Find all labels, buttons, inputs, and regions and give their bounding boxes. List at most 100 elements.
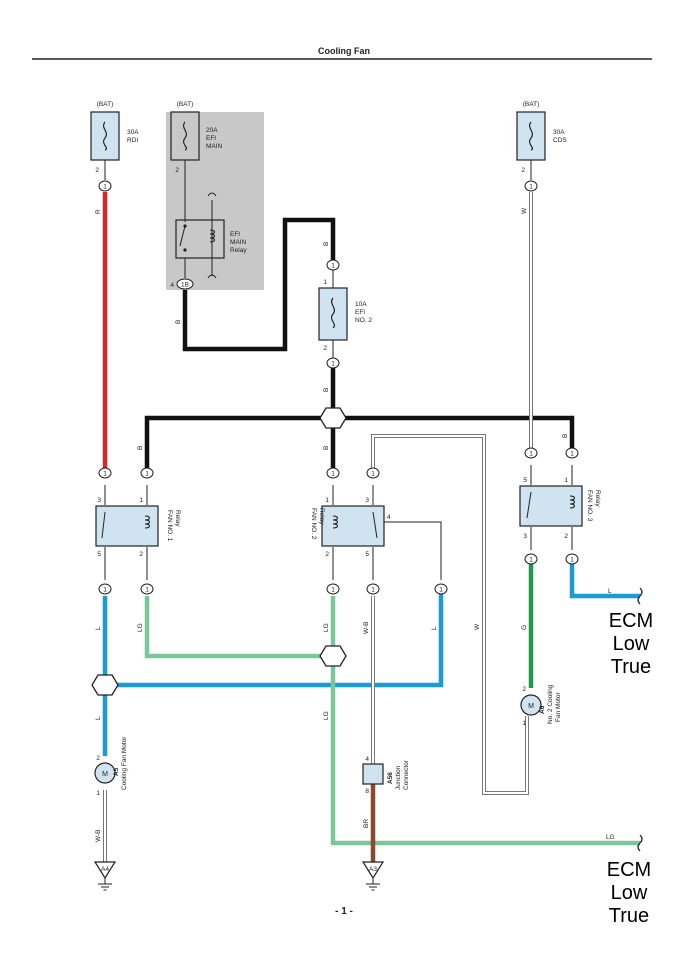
connector-r2-bot-b: 1: [366, 583, 380, 595]
connector-r3-bot-b: 1: [565, 553, 579, 565]
lg-wire-relay1: [144, 596, 333, 659]
page-number: - 1 -: [335, 906, 353, 917]
svg-text:Cooling Fan Motor: Cooling Fan Motor: [121, 736, 128, 790]
svg-text:W: W: [474, 623, 481, 630]
fan-no3-relay: 5 1 3 2 FAN NO. 3 Relay: [519, 477, 601, 540]
svg-text:1: 1: [529, 451, 533, 458]
svg-text:Low: Low: [611, 882, 648, 904]
svg-text:EFI: EFI: [206, 135, 216, 142]
junction-connector-a56: 4 8 A56 Junction Connector: [362, 756, 410, 795]
svg-text:ECM: ECM: [609, 610, 653, 632]
svg-text:LG: LG: [323, 623, 330, 632]
svg-text:W-B: W-B: [363, 621, 370, 634]
svg-text:20A: 20A: [206, 127, 218, 134]
svg-text:EFI: EFI: [230, 231, 240, 238]
blue-wire-splice: [105, 594, 444, 688]
svg-text:B: B: [137, 446, 144, 450]
fan-no1-relay: 3 1 5 2 FAN NO. 1 Relay: [95, 497, 181, 558]
splice-blue: [91, 674, 119, 696]
svg-text:B: B: [323, 242, 330, 246]
connector-r3-bot-a: 1: [524, 553, 538, 565]
svg-text:A5: A5: [113, 767, 120, 776]
fuse-rdi: (BAT) 30A RDI 2: [90, 101, 139, 174]
svg-text:2: 2: [521, 167, 525, 174]
ground-a3: A3: [361, 861, 385, 891]
svg-text:LG: LG: [137, 623, 144, 632]
svg-text:2: 2: [323, 345, 327, 352]
svg-text:1: 1: [103, 184, 107, 191]
efi-main-relay: EFI MAIN Relay 4 1B: [170, 192, 247, 290]
svg-text:ECM: ECM: [607, 859, 651, 881]
svg-text:True: True: [611, 656, 651, 678]
svg-text:30A: 30A: [127, 129, 139, 136]
svg-text:RDI: RDI: [127, 137, 138, 144]
blue-wire-ecm: [569, 562, 640, 599]
svg-text:Relay: Relay: [230, 247, 247, 254]
svg-text:(BAT): (BAT): [97, 101, 114, 108]
svg-text:2: 2: [564, 533, 568, 540]
relay2-pin4-line: [384, 521, 442, 580]
svg-text:A56: A56: [387, 772, 394, 784]
svg-text:L: L: [431, 626, 438, 630]
svg-text:1: 1: [103, 587, 107, 594]
svg-text:A3: A3: [369, 866, 377, 873]
ecm-wire-end-2: [637, 834, 643, 852]
connector-r2-bot-a: 1: [326, 583, 340, 595]
connector-efi2-in: 1: [326, 259, 340, 271]
svg-text:Junction: Junction: [395, 765, 402, 790]
svg-text:M: M: [528, 703, 534, 710]
svg-text:R: R: [95, 209, 102, 214]
svg-text:8: 8: [365, 788, 369, 795]
connector-r1-top-b: 1: [140, 467, 154, 479]
connector-efi2-out: 1: [326, 357, 340, 369]
svg-text:LG: LG: [606, 834, 615, 841]
fuse-efi-main: (BAT) 20A EFI MAIN 2: [170, 101, 223, 174]
ground-a4: A4: [93, 861, 117, 891]
svg-text:1: 1: [570, 451, 574, 458]
svg-text:CDS: CDS: [553, 137, 567, 144]
wire-labels: R B B B B B B W W L L L L LG LG LG LG W-…: [95, 207, 615, 842]
fuse-efi-no2: 10A EFI NO. 2 1 2: [318, 279, 372, 352]
svg-text:2: 2: [95, 167, 99, 174]
svg-text:MAIN: MAIN: [230, 239, 247, 246]
connectors: 1 1 1 1 1 1 1 1 1 1 1 1 1 1 1 1 1: [98, 180, 579, 595]
svg-text:1: 1: [439, 587, 443, 594]
svg-text:1: 1: [371, 587, 375, 594]
svg-text:1: 1: [103, 471, 107, 478]
svg-text:2: 2: [139, 551, 143, 558]
svg-text:1: 1: [325, 497, 329, 504]
svg-text:3: 3: [97, 497, 101, 504]
svg-text:5: 5: [523, 477, 527, 484]
svg-text:Low: Low: [613, 633, 650, 655]
svg-text:Fan Motor: Fan Motor: [555, 692, 562, 722]
svg-text:Relay: Relay: [318, 508, 325, 525]
connector-r1-bot-a: 1: [98, 583, 112, 595]
svg-text:L: L: [95, 716, 102, 720]
svg-text:BR: BR: [363, 819, 370, 828]
svg-text:1: 1: [331, 263, 335, 270]
splice-black: [319, 407, 347, 429]
ecm-label-1: ECM Low True: [609, 610, 653, 678]
svg-text:4: 4: [170, 282, 174, 289]
svg-text:4: 4: [387, 514, 391, 521]
svg-text:L: L: [95, 626, 102, 630]
svg-text:2: 2: [522, 686, 526, 693]
svg-text:B: B: [562, 434, 569, 438]
svg-text:M: M: [102, 771, 108, 778]
svg-text:1: 1: [331, 471, 335, 478]
svg-text:W: W: [521, 207, 528, 214]
svg-text:(BAT): (BAT): [177, 101, 194, 108]
connector-r2-pin4: 1: [434, 583, 448, 595]
svg-text:FAN NO. 3: FAN NO. 3: [586, 490, 593, 522]
svg-text:3: 3: [523, 533, 527, 540]
svg-text:MAIN: MAIN: [206, 143, 223, 150]
svg-text:EFI: EFI: [355, 309, 365, 316]
lg-wire-ecm: [330, 656, 640, 846]
connector-r3-top-b: 1: [565, 447, 579, 459]
ecm-wire-end-1: [637, 587, 643, 605]
svg-text:Relay: Relay: [594, 490, 601, 507]
cooling-fan-motor-a5: M 2 1 A5 Cooling Fan Motor: [94, 736, 128, 797]
svg-text:A4: A4: [101, 866, 109, 873]
svg-text:30A: 30A: [553, 129, 565, 136]
connector-cds: 1: [524, 180, 538, 192]
